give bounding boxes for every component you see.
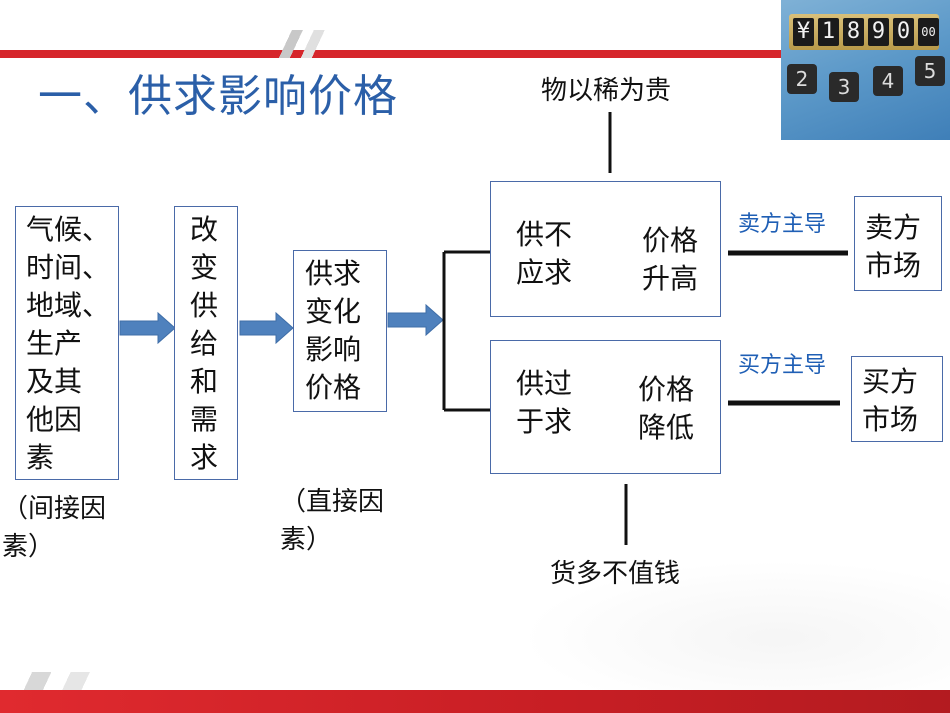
direct-factor-note: （直接因 素）: [280, 483, 384, 559]
factor-line: 素: [26, 441, 55, 474]
surplus-cause: 供过 于求: [516, 365, 572, 441]
char: 供: [190, 289, 219, 322]
digit-cube: 4: [873, 66, 903, 96]
digit-cube: 3: [829, 72, 859, 102]
header-decoration: [270, 30, 330, 58]
factor-line: 他因: [26, 403, 83, 436]
text-line: 市场: [865, 249, 922, 282]
char: 变: [190, 251, 219, 284]
char: 改: [190, 213, 219, 246]
price-tag-photo: ¥ 1 8 9 0 00 2 3 4 5: [781, 0, 950, 140]
surplus-box: 供过 于求 价格 降低: [490, 340, 721, 474]
factor-line: 地域、: [26, 289, 111, 322]
indirect-factors-note: （间接因 素）: [2, 490, 106, 566]
footer-stripe: [0, 690, 950, 713]
seller-led-label: 卖方主导: [738, 212, 827, 237]
change-supply-demand-text: 改 变 供 给 和 需 求: [190, 211, 218, 477]
saying-abundance: 货多不值钱: [550, 559, 681, 589]
price-tag: ¥ 1 8 9 0 00: [789, 14, 939, 50]
factor-line: 气候、: [26, 213, 111, 246]
price-rise-text: 价格 升高: [642, 222, 698, 298]
direct-factor-box: 供求 变化 影响 价格: [293, 250, 387, 412]
note-line: 素）: [280, 525, 333, 555]
char: 需: [190, 403, 219, 436]
buyer-market-box: 买方 市场: [851, 356, 943, 442]
tag-digit: ¥: [793, 18, 814, 46]
text-line: 价格: [305, 371, 362, 404]
char: 和: [190, 365, 219, 398]
char: 求: [190, 441, 219, 474]
text-line: 应求: [516, 256, 573, 289]
text-line: 影响: [305, 333, 362, 366]
digit-cube: 2: [787, 64, 817, 94]
text-line: 升高: [642, 262, 699, 295]
text-line: 卖方: [865, 211, 922, 244]
seller-market-box: 卖方 市场: [854, 196, 942, 291]
buyer-led-label: 买方主导: [738, 353, 827, 378]
slide-title: 一、供求影响价格: [38, 71, 398, 122]
direct-factor-text: 供求 变化 影响 价格: [305, 255, 361, 407]
indirect-factors-text: 气候、 时间、 地域、 生产 及其 他因 素: [26, 211, 110, 477]
tag-digit: 1: [818, 18, 839, 46]
seller-market-text: 卖方 市场: [865, 209, 921, 285]
digit-cube: 5: [915, 56, 945, 86]
price-fall-text: 价格 降低: [638, 371, 694, 447]
footer-decoration: [0, 672, 120, 690]
text-line: 市场: [862, 403, 919, 436]
text-line: 供过: [516, 367, 573, 400]
tag-digit: 00: [918, 18, 939, 46]
tag-digit: 0: [893, 18, 914, 46]
indirect-factors-box: 气候、 时间、 地域、 生产 及其 他因 素: [15, 206, 119, 480]
text-line: 价格: [642, 224, 699, 257]
tag-digit: 8: [843, 18, 864, 46]
note-line: 素）: [2, 532, 55, 562]
note-line: （间接因: [2, 494, 107, 524]
shortage-box: 供不 应求 价格 升高: [490, 181, 721, 317]
char: 给: [190, 327, 219, 360]
arrow-factors-to-change: [119, 311, 176, 345]
text-line: 降低: [638, 411, 695, 444]
saying-scarcity: 物以稀为贵: [541, 76, 672, 106]
shortage-cause: 供不 应求: [516, 216, 572, 292]
text-line: 变化: [305, 295, 362, 328]
tag-digit: 9: [868, 18, 889, 46]
arrow-change-to-direct: [239, 311, 294, 345]
buyer-market-text: 买方 市场: [862, 363, 918, 439]
arrow-direct-to-branch: [387, 303, 444, 337]
text-line: 于求: [516, 405, 573, 438]
factor-line: 及其: [26, 365, 83, 398]
text-line: 买方: [862, 365, 919, 398]
header-stripe: [0, 50, 950, 58]
change-supply-demand-box: 改 变 供 给 和 需 求: [174, 206, 238, 480]
text-line: 供求: [305, 257, 362, 290]
factor-line: 时间、: [26, 251, 111, 284]
background-texture: [520, 560, 950, 690]
text-line: 价格: [638, 373, 695, 406]
factor-line: 生产: [26, 327, 83, 360]
note-line: （直接因: [280, 487, 385, 517]
text-line: 供不: [516, 218, 573, 251]
